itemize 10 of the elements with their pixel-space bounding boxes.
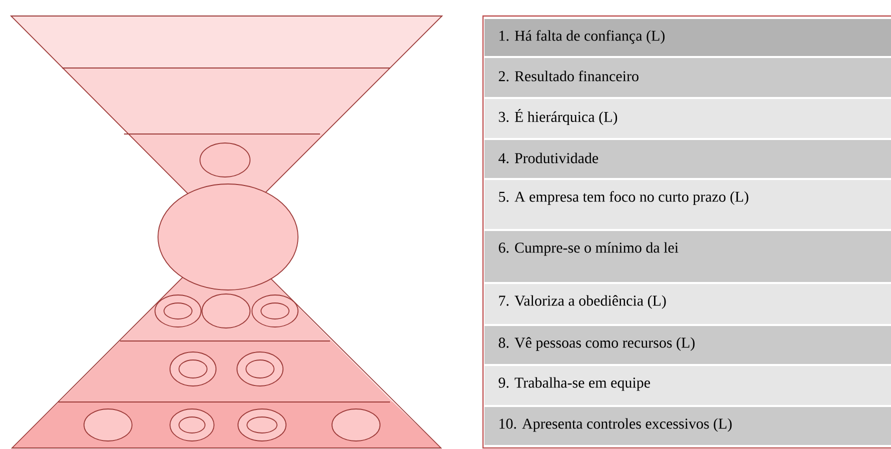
table-cell: 4. Produtividade [484, 140, 891, 178]
table-cell: 6. Cumpre-se o mínimo da lei [484, 231, 891, 282]
table-cell: 9. Trabalha-se em equipe [484, 366, 891, 405]
table-cell: 8. Vê pessoas como recursos (L) [484, 326, 891, 364]
table-cell: 2. Resultado financeiro [484, 58, 891, 97]
table-cell: 1. Há falta de confiança (L) [484, 19, 891, 56]
table-cell: 3. É hierárquica (L) [484, 99, 891, 138]
table-cell: 5. A empresa tem foco no curto prazo (L) [484, 180, 891, 229]
table-cell: 10. Apresenta controles excessivos (L) [484, 407, 891, 445]
table-cell: 7. Valoriza a obediência (L) [484, 284, 891, 324]
